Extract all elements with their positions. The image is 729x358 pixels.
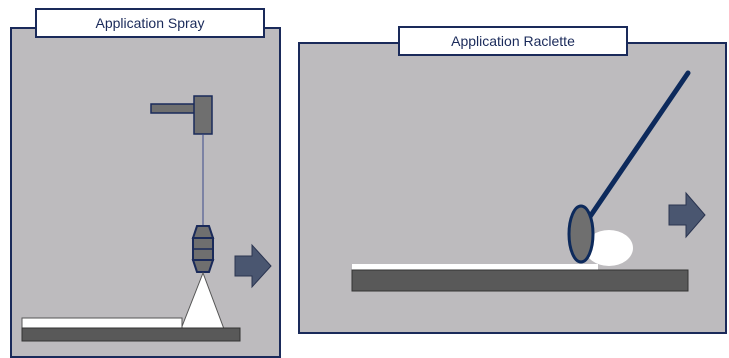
spray-nozzle xyxy=(191,225,215,273)
spray-panel-title: Application Spray xyxy=(35,8,265,38)
raclette-paste-blob xyxy=(585,230,633,266)
raclette-blade-head xyxy=(567,204,595,264)
spray-mount-block xyxy=(193,95,213,135)
spray-substrate xyxy=(21,327,241,342)
spray-coating-layer xyxy=(21,317,183,329)
raclette-coating-layer xyxy=(352,264,598,270)
spray-direction-arrow-icon xyxy=(234,243,272,289)
raclette-substrate xyxy=(351,269,689,292)
spray-panel xyxy=(10,27,281,358)
spray-mount-arm xyxy=(150,103,197,114)
raclette-direction-arrow-icon xyxy=(668,191,706,239)
raclette-panel-title: Application Raclette xyxy=(398,26,628,56)
spray-cone xyxy=(180,271,225,330)
raclette-blade-handle xyxy=(584,70,691,224)
